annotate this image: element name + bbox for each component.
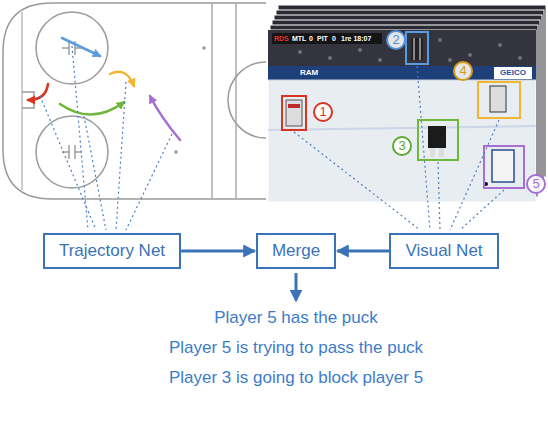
callout-circle: 3 [392, 136, 412, 156]
blue-line [235, 3, 237, 199]
team-name: MTL [292, 33, 306, 44]
process-box: Merge [256, 233, 336, 269]
box-label: Merge [272, 241, 320, 261]
callout-number: 4 [459, 64, 466, 78]
flow-arrow [181, 250, 255, 253]
trajectory-arrow [28, 84, 48, 100]
box-label: Visual Net [405, 241, 482, 261]
faceoff-circle [36, 116, 108, 188]
leader-lines [294, 66, 504, 230]
trajectory-arrow [110, 72, 134, 86]
leader-lines [40, 46, 172, 230]
box-label: Trajectory Net [59, 241, 165, 261]
trajectory-arrow [62, 38, 100, 56]
callout-number: 3 [398, 139, 405, 153]
center-circle [228, 62, 266, 138]
callout-circle: 5 [526, 174, 546, 194]
callout-circle: 4 [453, 61, 473, 81]
callout-circle: 1 [313, 102, 333, 122]
faceoff-dot [174, 150, 178, 154]
callout-number: 5 [532, 177, 539, 191]
team-name: PIT [317, 33, 328, 44]
output-sentence: Player 5 is trying to pass the puck [169, 337, 423, 359]
video-frames [268, 5, 546, 202]
blue-line [211, 3, 213, 199]
channel-logo: RDS [274, 33, 289, 44]
trajectory-arrow [150, 96, 180, 140]
process-box: Visual Net [389, 233, 498, 269]
game-clock: 1re 18:07 [341, 33, 371, 44]
score: 0 [309, 33, 313, 44]
output-sentence: Player 3 is going to block player 5 [169, 367, 423, 389]
output-sentence: Player 5 has the puck [214, 307, 377, 329]
goal-line [21, 12, 23, 190]
process-box: Trajectory Net [43, 233, 181, 269]
board-ad: RAM [300, 67, 318, 79]
output-arrow [295, 273, 298, 300]
callout-number: 2 [392, 33, 399, 47]
trajectory-arrow [60, 102, 124, 115]
faceoff-hash [62, 41, 82, 159]
score: 0 [332, 33, 336, 44]
board-ad: GEICO [500, 67, 526, 79]
callout-circle: 2 [386, 30, 406, 50]
faceoff-dot [202, 46, 206, 50]
callout-number: 1 [319, 105, 326, 119]
flow-arrow [337, 250, 389, 253]
trajectories [28, 38, 180, 140]
